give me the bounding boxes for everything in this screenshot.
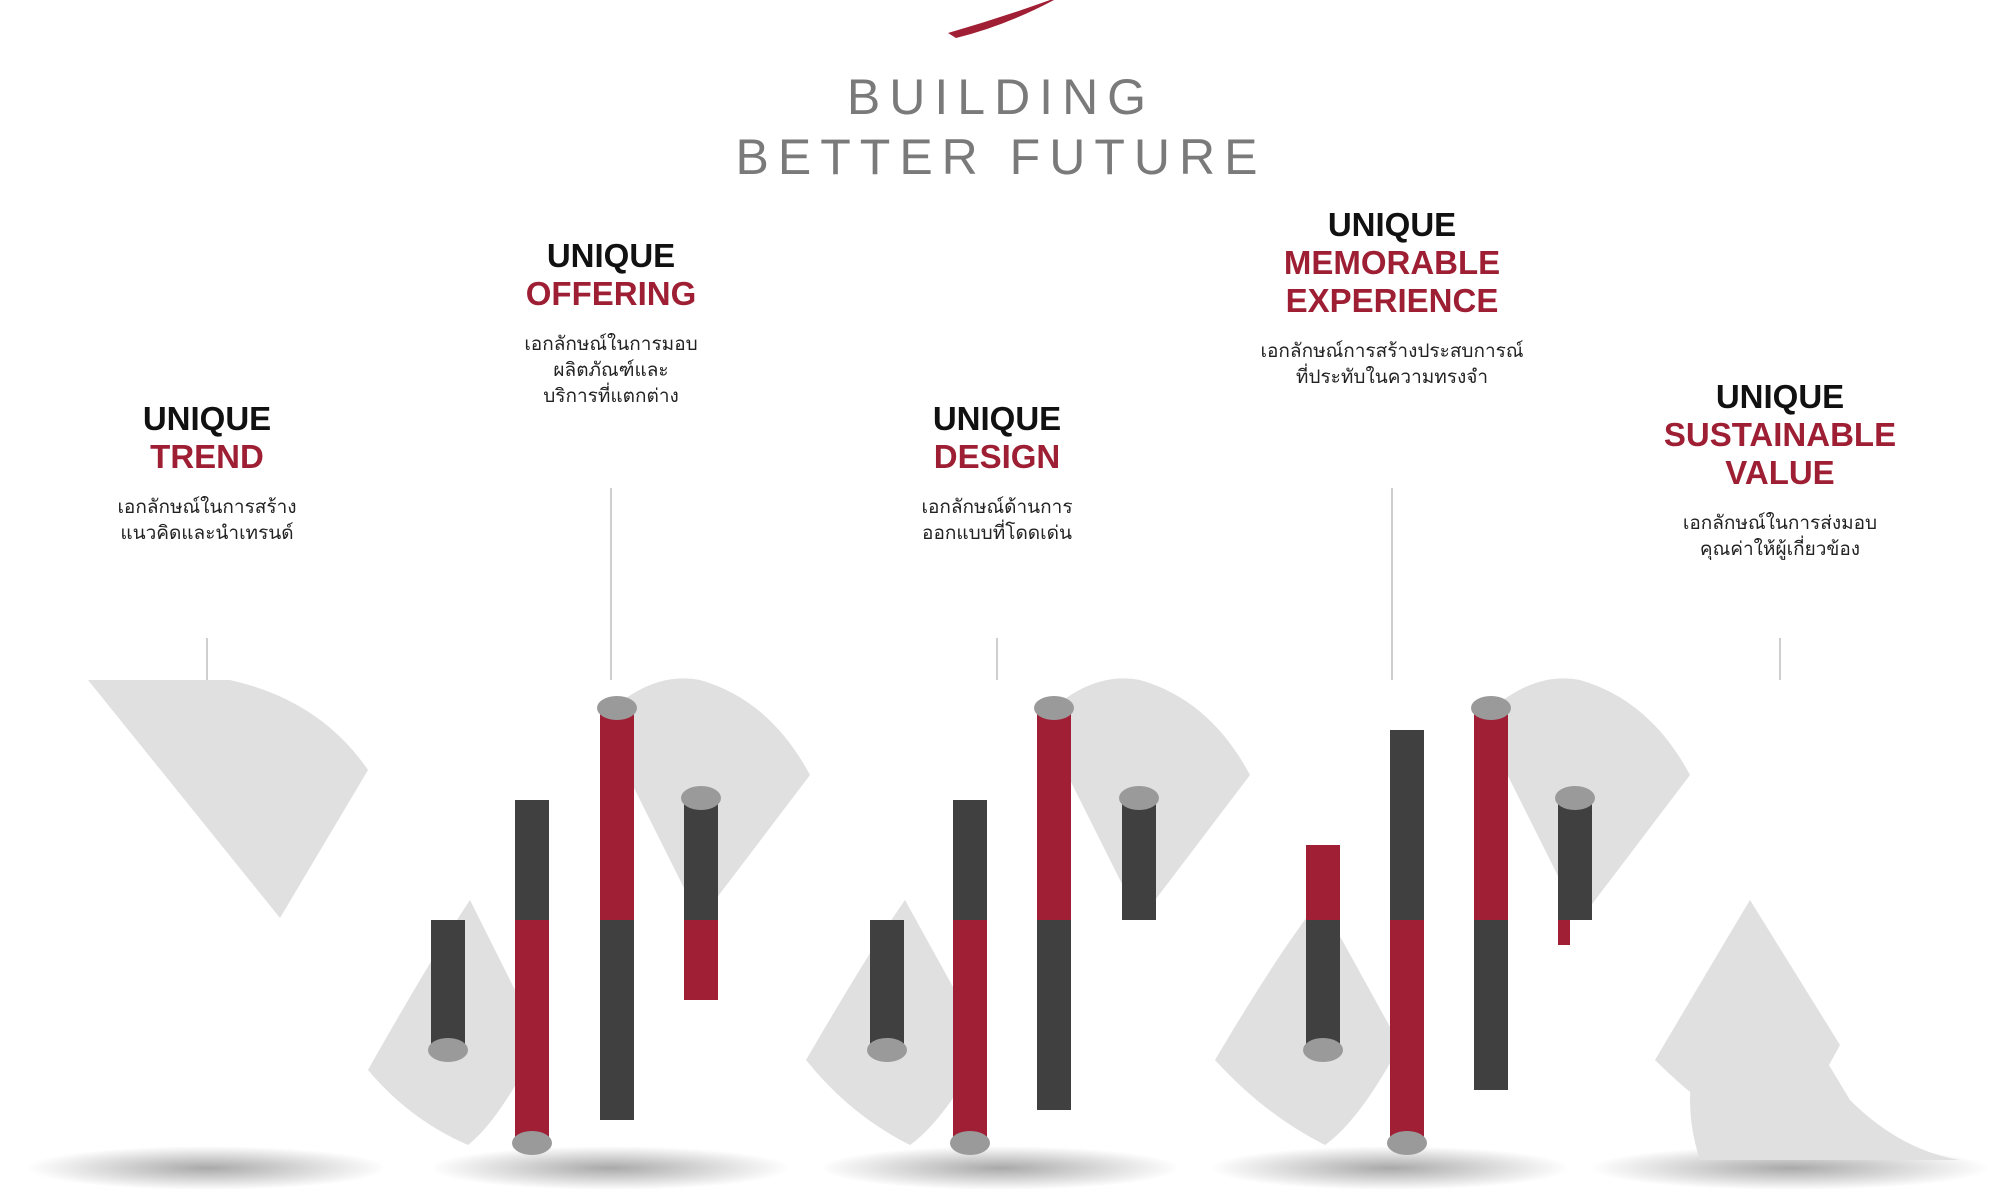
item-heading-1: UNIQUE [1715,378,1845,415]
item-heading-2: TREND [150,438,264,475]
item-heading-3: VALUE [1725,454,1835,491]
desc-line-2: แนวคิดและนำเทรนด์ [120,522,294,544]
tagline-line-1: BUILDING [846,69,1156,125]
desc-line-1: เอกลักษณ์ด้านการ [921,496,1073,518]
desc-line-1: เอกลักษณ์ในการส่งมอบ [1682,512,1878,534]
item-description: เอกลักษณ์ในการมอบ ผลิตภัณฑ์และ บริการที่… [401,331,821,409]
item-heading-1: UNIQUE [1327,206,1457,243]
item-heading-2: MEMORABLE [1283,244,1501,281]
item-heading-2: DESIGN [933,438,1061,475]
item-heading-2: SUSTAINABLE [1663,416,1897,453]
item-description: เอกลักษณ์การสร้างประสบการณ์ ที่ประทับในค… [1182,338,1602,390]
item-heading-1: UNIQUE [932,400,1062,437]
item-heading-1: UNIQUE [142,400,272,437]
logo-swoosh [948,0,1054,38]
helix-rungs [428,696,1595,1155]
desc-line-2: ที่ประทับในความทรงจำ [1295,366,1489,388]
tagline-line-2: BETTER FUTURE [735,129,1267,185]
item-unique-design: UNIQUE DESIGN เอกลักษณ์ด้านการ ออกแบบที่… [787,400,1207,546]
item-heading-3: EXPERIENCE [1285,282,1499,319]
item-description: เอกลักษณ์ด้านการ ออกแบบที่โดดเด่น [787,494,1207,546]
item-heading-2: OFFERING [525,275,697,312]
desc-line-1: เอกลักษณ์ในการสร้าง [117,496,297,518]
desc-line-1: เอกลักษณ์ในการมอบ [524,333,698,355]
floor-shadows [27,1146,1990,1190]
item-heading-1: UNIQUE [546,237,676,274]
item-unique-offering: UNIQUE OFFERING เอกลักษณ์ในการมอบ ผลิตภั… [401,237,821,409]
desc-line-2: คุณค่าให้ผู้เกี่ยวข้อง [1699,538,1861,560]
desc-line-3: บริการที่แตกต่าง [543,385,679,407]
helix-strands [88,678,1960,1160]
item-description: เอกลักษณ์ในการส่งมอบ คุณค่าให้ผู้เกี่ยวข… [1570,510,1990,562]
connector-lines [206,488,1781,680]
item-description: เอกลักษณ์ในการสร้าง แนวคิดและนำเทรนด์ [0,494,417,546]
item-unique-memorable-experience: UNIQUE MEMORABLE EXPERIENCE เอกลักษณ์การ… [1182,206,1602,390]
item-unique-trend: UNIQUE TREND เอกลักษณ์ในการสร้าง แนวคิดแ… [0,400,417,546]
desc-line-2: ออกแบบที่โดดเด่น [922,522,1072,544]
item-unique-sustainable-value: UNIQUE SUSTAINABLE VALUE เอกลักษณ์ในการส… [1570,378,1990,562]
desc-line-1: เอกลักษณ์การสร้างประสบการณ์ [1260,340,1524,362]
desc-line-2: ผลิตภัณฑ์และ [553,359,669,381]
